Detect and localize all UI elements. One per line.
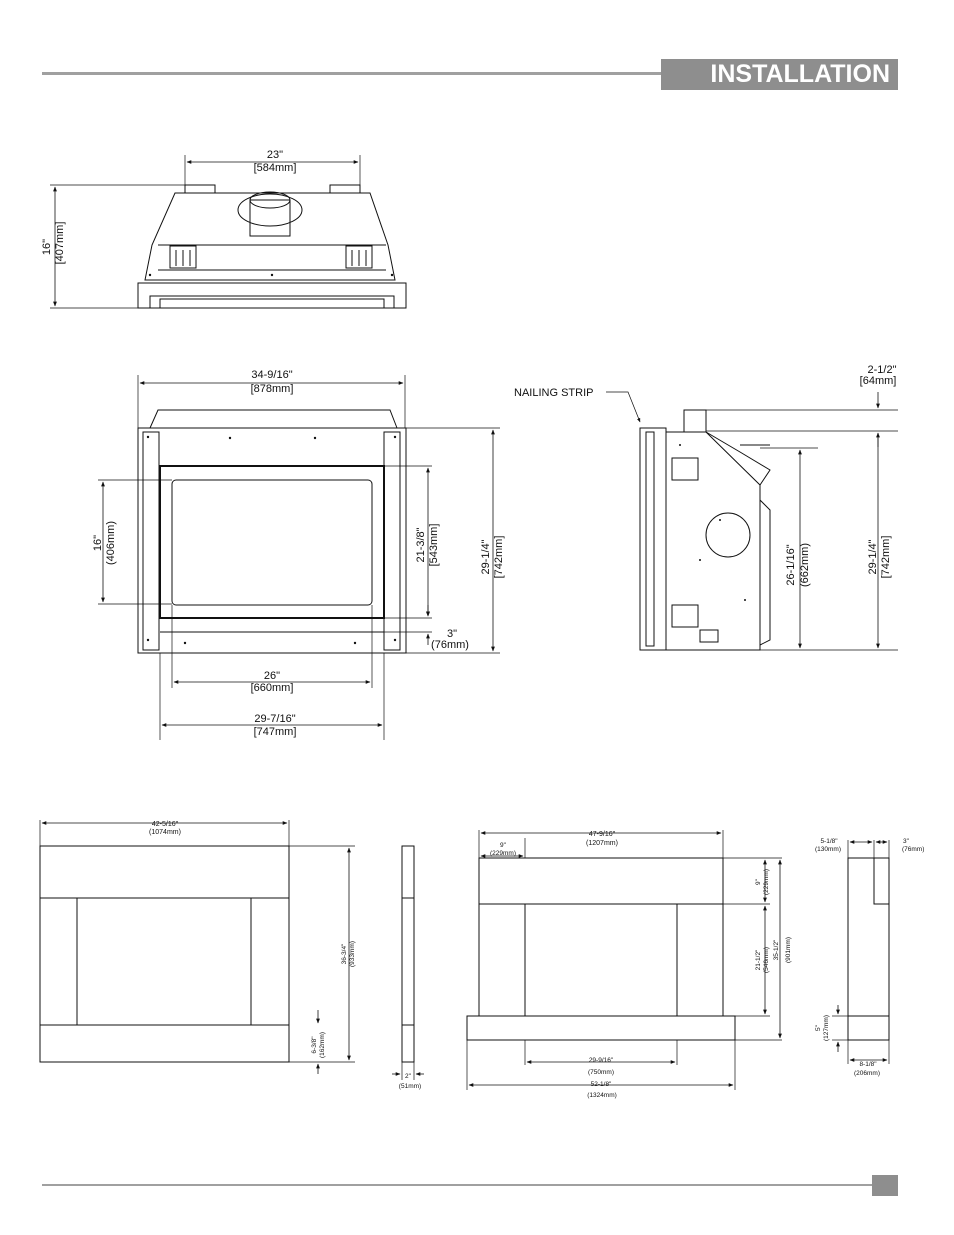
footer-rule: [42, 1184, 872, 1186]
mantel-b-leg-mm: (229mm): [490, 850, 516, 857]
front-overall-width-in: 34-9/16": [251, 369, 292, 381]
mantel-a-base-in: 6-3/8": [311, 1036, 318, 1054]
mantel-b-side-top-depth-mm: (130mm): [815, 846, 841, 853]
mantel-a-height-mm: (933mm): [349, 941, 356, 967]
header-rule: [42, 72, 662, 75]
front-glass-height-in: 21-3/8": [415, 527, 427, 562]
front-opening-height-mm: (406mm): [105, 521, 117, 565]
mantel-a-width-in: 42-5/16": [152, 821, 179, 828]
mantel-b-total-in: 35-1/2": [773, 939, 780, 960]
mantel-a-width-mm: (1074mm): [149, 829, 181, 836]
mantel-b-side-hearth-h-in: 5": [815, 1024, 822, 1031]
mantel-a-drawing: 42-5/16" (1074mm) 36-3/4" (933mm) 6-3/8"…: [39, 820, 424, 1090]
top-width-in: 23": [267, 149, 283, 161]
mantel-a-depth-in: 2": [405, 1073, 412, 1080]
mantel-b-opening-mm: (750mm): [588, 1069, 614, 1076]
front-overall-height-in: 29-1/4": [480, 539, 492, 574]
mantel-b-side-side-in: 3": [903, 838, 910, 845]
front-opening-width-mm: [660mm]: [251, 682, 294, 694]
mantel-b-top-width-mm: (1207mm): [586, 840, 618, 847]
mantel-b-hearth-mm: (1324mm): [587, 1092, 617, 1099]
front-frame-width-in: 29-7/16": [254, 713, 295, 725]
page-number-box: [872, 1175, 898, 1196]
mantel-a-height-in: 36-3/4": [341, 943, 348, 964]
mantel-b-leg-in: 9": [500, 842, 507, 849]
side-overall-height-mm: [742mm]: [880, 536, 892, 579]
front-overall-width-mm: [878mm]: [251, 383, 294, 395]
mantel-b-mid-mm: (546mm): [763, 947, 770, 973]
mantel-b-side-drawing: 5-1/8" (130mm) 3" (76mm) 5" (127mm) 8-1/…: [815, 838, 924, 1077]
front-overall-height-mm: [742mm]: [493, 536, 505, 579]
front-base-in: 3": [447, 628, 457, 640]
side-inner-height-mm: (662mm): [799, 543, 811, 587]
mantel-b-total-mm: (901mm): [785, 937, 792, 963]
side-top-offset-in: 2-1/2": [868, 364, 897, 376]
mantel-b-drawing: 47-9/16" (1207mm) 9" (229mm) 9" (229mm) …: [466, 830, 792, 1099]
mantel-a-base-mm: (162mm): [319, 1032, 326, 1058]
front-view-drawing: 34-9/16" [878mm] 16" (406mm) 21-3/8" [54…: [92, 369, 505, 740]
side-overall-height-in: 29-1/4": [867, 539, 879, 574]
side-inner-height-in: 26-1/16": [785, 544, 797, 585]
front-opening-height-in: 16": [92, 535, 104, 551]
mantel-b-top-band-mm: (229mm): [763, 869, 770, 895]
mantel-b-side-side-mm: (76mm): [902, 846, 924, 853]
nailing-strip-label: NAILING STRIP: [514, 387, 593, 399]
mantel-b-hearth-in: 52-1/8": [591, 1081, 612, 1088]
top-view-drawing: 23" [584mm] 16" [407mm]: [41, 149, 407, 309]
mantel-b-side-top-depth-in: 5-1/8": [820, 838, 838, 845]
front-glass-height-mm: [543mm]: [428, 524, 440, 567]
front-opening-width-in: 26": [264, 670, 280, 682]
mantel-b-top-band-in: 9": [755, 878, 762, 885]
mantel-b-top-width-in: 47-9/16": [589, 831, 616, 838]
mantel-b-mid-in: 21-1/2": [755, 949, 762, 970]
mantel-b-side-hearth-d-in: 8-1/8": [859, 1061, 877, 1068]
front-frame-width-mm: [747mm]: [254, 726, 297, 738]
top-depth-mm: [407mm]: [54, 222, 66, 265]
top-depth-in: 16": [41, 239, 53, 255]
side-top-offset-mm: [64mm]: [860, 375, 897, 387]
mantel-b-side-hearth-h-mm: (127mm): [823, 1015, 830, 1041]
front-base-mm: (76mm): [431, 639, 469, 651]
side-view-drawing: NAILING STRIP 2-1/2" [64mm] 26-1/16" (66…: [514, 364, 898, 651]
mantel-a-depth-mm: (51mm): [399, 1083, 421, 1090]
mantel-b-side-hearth-d-mm: (206mm): [854, 1070, 880, 1077]
section-title: INSTALLATION: [661, 59, 898, 90]
top-width-mm: [584mm]: [254, 162, 297, 174]
mantel-b-opening-in: 29-9/16": [589, 1057, 614, 1064]
